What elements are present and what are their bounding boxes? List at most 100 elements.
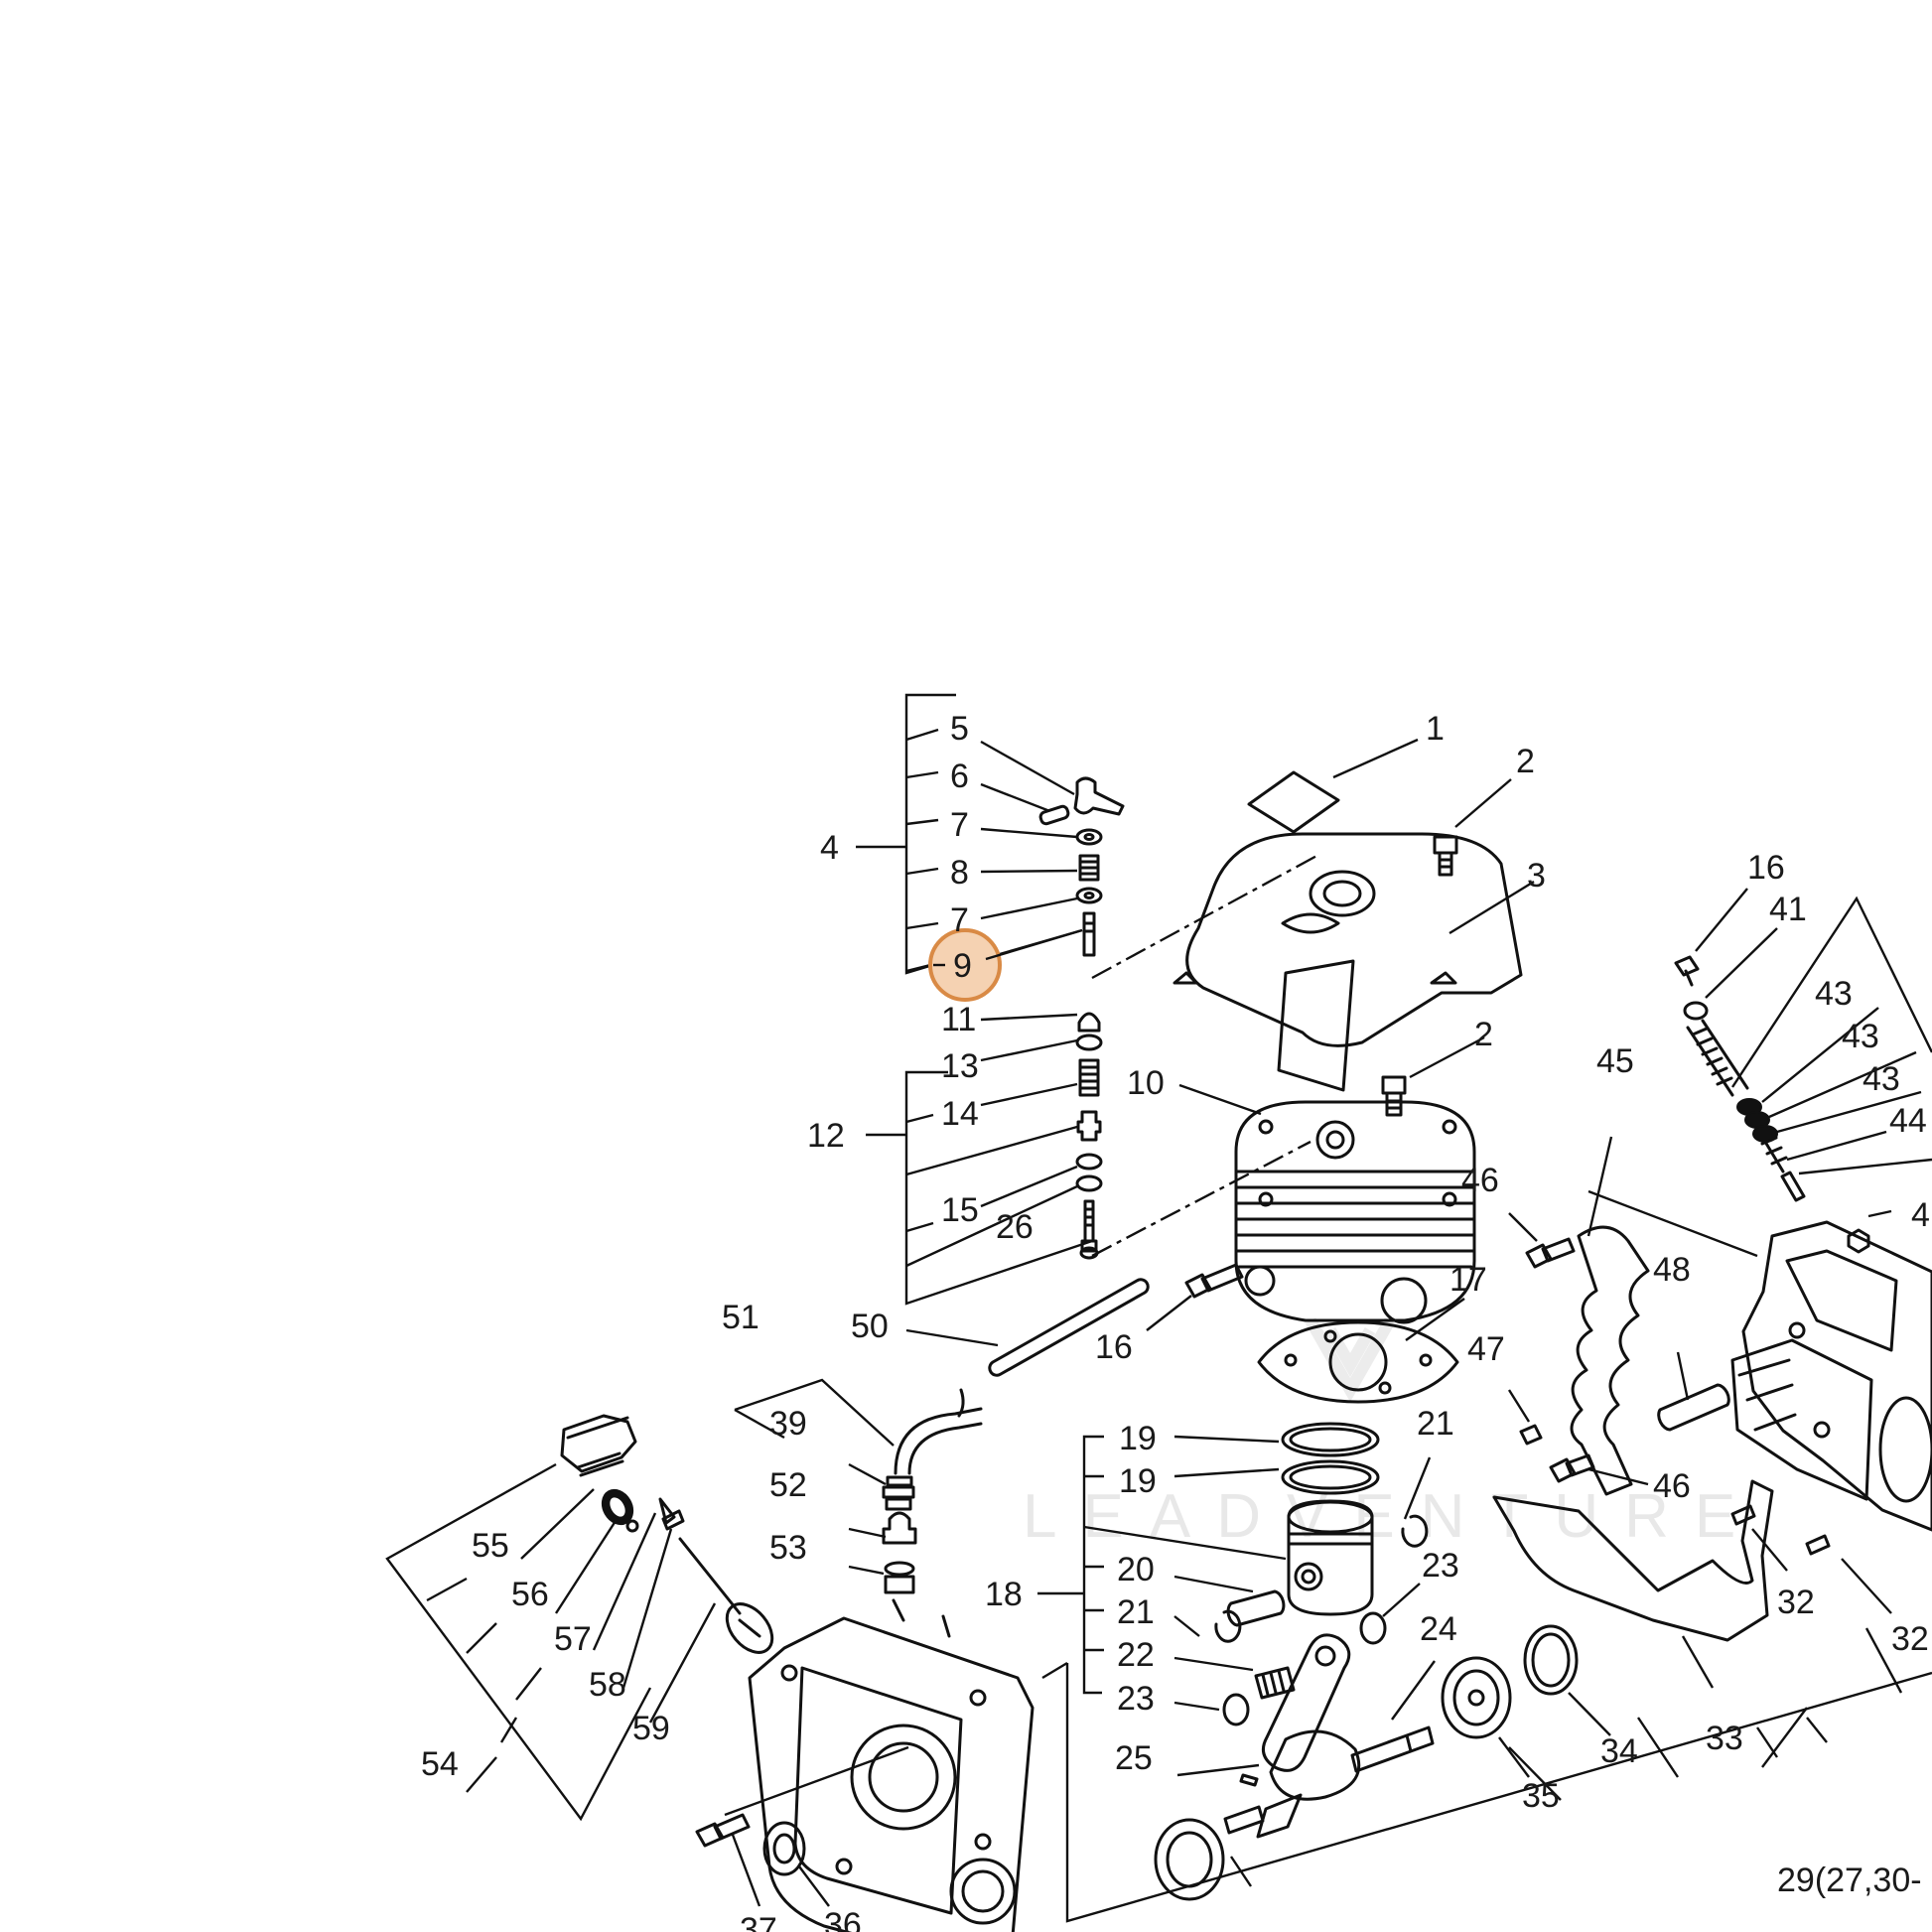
callout-26[interactable]: 26: [996, 1208, 1034, 1246]
callout-3[interactable]: 3: [1527, 857, 1546, 895]
callout-35[interactable]: 35: [1522, 1777, 1560, 1815]
callout-4[interactable]: 4: [820, 829, 839, 867]
part-21-circlip-right: [1401, 1514, 1429, 1548]
callout-52[interactable]: 52: [769, 1466, 807, 1504]
part-59-strainer: [678, 1537, 742, 1615]
callout-7-upper[interactable]: 7: [950, 806, 969, 844]
callout-4-right[interactable]: 4: [1911, 1196, 1930, 1234]
part-8-spring: [1078, 854, 1100, 882]
callout-1[interactable]: 1: [1426, 710, 1445, 748]
callout-58[interactable]: 58: [589, 1666, 626, 1704]
callout-10[interactable]: 10: [1127, 1064, 1165, 1102]
callout-22[interactable]: 22: [1117, 1636, 1155, 1674]
part-50-rod: [988, 1278, 1150, 1377]
callout-25[interactable]: 25: [1115, 1739, 1153, 1777]
callout-56[interactable]: 56: [511, 1576, 549, 1613]
callout-9[interactable]: 9: [953, 947, 972, 985]
callout-41[interactable]: 41: [1769, 891, 1807, 928]
callout-46-lower[interactable]: 46: [1653, 1467, 1691, 1505]
callout-21-left[interactable]: 21: [1117, 1593, 1155, 1631]
callout-51[interactable]: 51: [722, 1299, 759, 1336]
callout-13[interactable]: 13: [941, 1047, 979, 1085]
callout-23-right[interactable]: 23: [1422, 1547, 1459, 1585]
callout-11[interactable]: 11: [941, 1001, 976, 1038]
part-20-piston-pin: [1226, 1589, 1286, 1627]
cap-assembly: [385, 1414, 774, 1822]
part-2-bolt-upper: [1433, 835, 1458, 877]
callout-43-b[interactable]: 43: [1842, 1018, 1879, 1055]
part-16-bolt-right: [1674, 955, 1700, 987]
crankcase-right: [1587, 1189, 1932, 1614]
part-14-spring: [1078, 1058, 1100, 1097]
part-19-ring-a: [1281, 1422, 1380, 1457]
callout-32-right[interactable]: 32: [1891, 1620, 1929, 1658]
part-41-washer: [1683, 1001, 1709, 1021]
part-52-grommet: [882, 1475, 915, 1511]
callout-47[interactable]: 47: [1467, 1330, 1505, 1368]
callout-32-left[interactable]: 32: [1777, 1584, 1815, 1621]
callout-43-c[interactable]: 43: [1863, 1060, 1900, 1098]
callout-19-lower[interactable]: 19: [1119, 1462, 1157, 1500]
callout-14[interactable]: 14: [941, 1095, 979, 1133]
callout-44[interactable]: 44: [1889, 1102, 1927, 1140]
callout-12[interactable]: 12: [807, 1117, 845, 1155]
highlight-marker[interactable]: 9: [928, 928, 1083, 1002]
callout-46-upper[interactable]: 46: [1461, 1162, 1499, 1199]
callout-55[interactable]: 55: [472, 1527, 509, 1565]
part-1-gasket: [1247, 770, 1340, 834]
tube-assembly: [734, 1378, 983, 1594]
callout-37[interactable]: 37: [740, 1911, 777, 1932]
part-10-cylinder: [1234, 1100, 1476, 1322]
callout-6[interactable]: 6: [950, 758, 969, 795]
callout-8[interactable]: 8: [950, 854, 969, 892]
callout-50[interactable]: 50: [851, 1308, 889, 1345]
callout-labels: 1 2 3 4 5 6 7 8 7 2 10 11 12 13 14 15 26…: [421, 710, 1930, 1932]
callout-15[interactable]: 15: [941, 1191, 979, 1229]
part-23-washer-left: [1222, 1693, 1250, 1726]
callout-2-upper[interactable]: 2: [1516, 743, 1535, 780]
callout-57[interactable]: 57: [554, 1620, 592, 1658]
callout-43-a[interactable]: 43: [1815, 975, 1853, 1013]
part-44-pin: [1780, 1171, 1806, 1202]
callout-39[interactable]: 39: [769, 1405, 807, 1443]
part-9-valve-pin: [1082, 911, 1096, 957]
part-crankcase-right: [1741, 1220, 1932, 1532]
part-33-gasket: [1492, 1479, 1774, 1642]
callout-19-upper[interactable]: 19: [1119, 1420, 1157, 1457]
callout-17[interactable]: 17: [1449, 1261, 1487, 1299]
right-side-parts: [1492, 1136, 1774, 1689]
callout-21-right[interactable]: 21: [1417, 1405, 1454, 1443]
part-19-ring-b: [1281, 1459, 1380, 1495]
axis-cover-valve: [1091, 852, 1321, 980]
part-32-pin-a: [1730, 1504, 1756, 1526]
part-23-washer-right: [1359, 1611, 1387, 1645]
callout-53[interactable]: 53: [769, 1529, 807, 1567]
part-41-spring: [1686, 1019, 1749, 1097]
callout-54[interactable]: 54: [421, 1745, 459, 1783]
callout-20[interactable]: 20: [1117, 1551, 1155, 1588]
callout-7-lower[interactable]: 7: [950, 901, 969, 939]
callout-45[interactable]: 45: [1596, 1042, 1634, 1080]
callout-2-lower[interactable]: 2: [1474, 1016, 1493, 1053]
cylinder: [1178, 1035, 1485, 1324]
callout-48[interactable]: 48: [1653, 1251, 1691, 1289]
part-45-baffle: [1570, 1225, 1650, 1496]
highlight-circle[interactable]: [928, 928, 1002, 1002]
callout-29[interactable]: 29(27,30-: [1777, 1862, 1922, 1899]
callout-59[interactable]: 59: [632, 1710, 670, 1747]
callout-18[interactable]: 18: [985, 1576, 1023, 1613]
callout-33[interactable]: 33: [1706, 1720, 1743, 1757]
part-55-cap: [560, 1414, 637, 1473]
callout-16-left[interactable]: 16: [1095, 1328, 1133, 1366]
callout-5[interactable]: 5: [950, 710, 969, 748]
crankshaft: [1176, 1633, 1436, 1839]
part-34-snap-ring: [1523, 1624, 1579, 1696]
callout-16-right[interactable]: 16: [1747, 849, 1785, 887]
piston-parts: [1214, 1422, 1432, 1787]
callout-24[interactable]: 24: [1420, 1610, 1457, 1648]
callout-36[interactable]: 36: [824, 1906, 862, 1932]
callout-34[interactable]: 34: [1600, 1732, 1638, 1770]
part-46-bolt-lower: [1549, 1453, 1595, 1483]
callout-23-left[interactable]: 23: [1117, 1680, 1155, 1718]
